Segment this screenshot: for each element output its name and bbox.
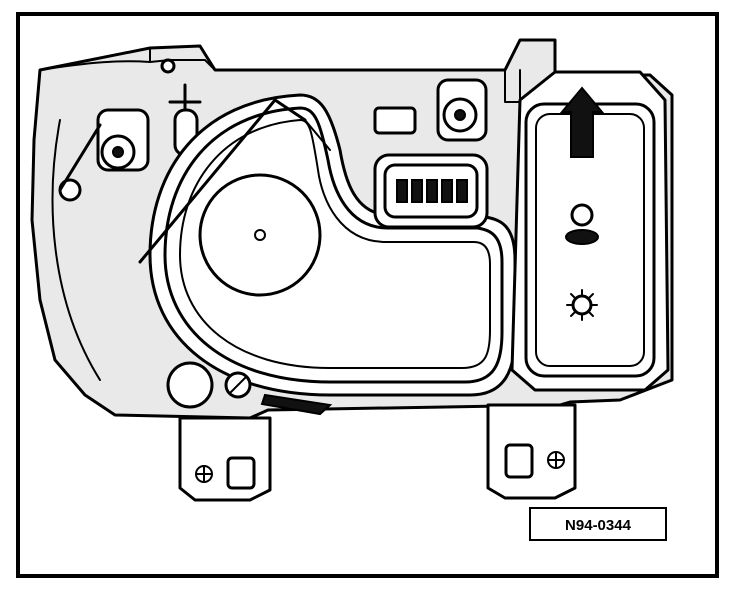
mounting-tab-icon (178, 416, 272, 502)
adjuster-screw-icon (166, 361, 333, 416)
adjuster-screw-icon (436, 78, 488, 142)
arrow-up-icon (559, 86, 605, 158)
reflector-outline (138, 93, 517, 397)
reference-code-label: N94-0344 (529, 507, 667, 541)
mounting-tab-icon (486, 403, 577, 500)
adjuster-screw-icon (58, 108, 150, 192)
bulb-cover-icon (510, 70, 670, 392)
reference-code-text: N94-0344 (565, 517, 632, 534)
connector-icon (373, 153, 489, 229)
